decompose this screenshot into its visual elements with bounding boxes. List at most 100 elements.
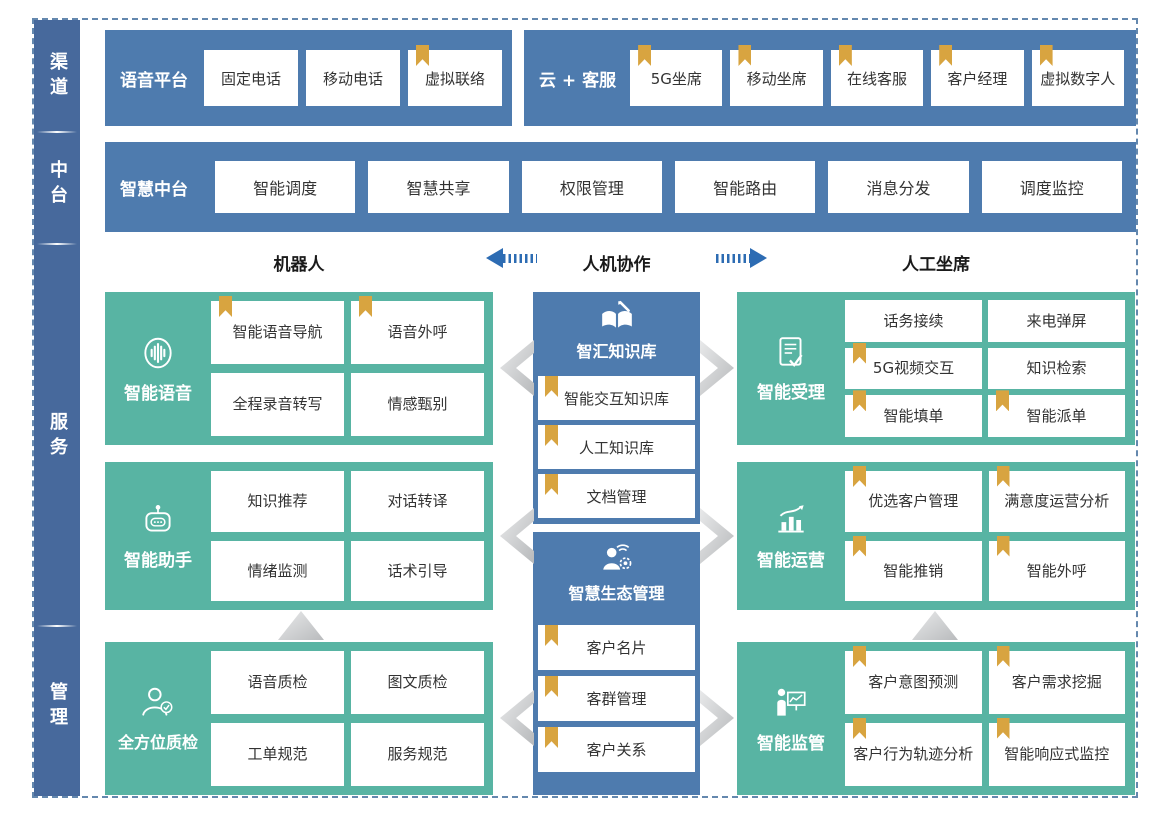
feature-card-label: 客户关系 <box>586 741 647 759</box>
arrow-right-head-icon <box>750 248 767 268</box>
chevron-right-connector-icon <box>700 690 734 746</box>
feature-card-label: 客户需求挖掘 <box>1011 673 1102 692</box>
block-knowledge-base: 智汇知识库 智能交互知识库 人工知识库 文档管理 <box>533 292 700 524</box>
chevron-left-connector-icon <box>500 508 534 564</box>
voice-waveform-icon <box>144 337 172 368</box>
bookmark-icon <box>853 466 866 487</box>
chevron-left-connector-icon <box>500 340 534 396</box>
feature-card: 满意度运营分析 <box>988 466 1125 532</box>
supervision-presenter-icon <box>777 688 806 716</box>
feature-card-label: 智能响应式监控 <box>1004 745 1110 764</box>
feature-card-label: 智能交互知识库 <box>563 389 669 408</box>
channel-item-label: 固定电话 <box>220 69 281 88</box>
feature-card: 客户行为轨迹分析 <box>845 718 982 786</box>
platform-item-label: 智能调度 <box>253 179 318 198</box>
growth-chart-icon <box>778 505 804 533</box>
block-title: 智能助手 <box>124 551 192 571</box>
block-smart-acceptance: 智能受理 话务接续 来电弹屏 5G视频交互 知识检索 智能填单 <box>737 292 1135 445</box>
bookmark-icon <box>996 390 1009 412</box>
platform-item-label: 智慧共享 <box>406 179 471 198</box>
bookmark-icon <box>416 45 429 66</box>
block-title: 智能语音 <box>124 383 192 404</box>
feature-card-label: 工单规范 <box>247 745 308 764</box>
feature-card-label: 语音质检 <box>247 673 308 692</box>
feature-card: 客户意图预测 <box>845 646 982 714</box>
channel-item: 5G坐席 <box>630 45 723 106</box>
sidebar-divider <box>37 243 77 245</box>
feature-card-label: 5G视频交互 <box>872 359 955 378</box>
block-smart-voice: 智能语音 智能语音导航 语音外呼 全程录音转写 情感甄别 <box>105 292 493 445</box>
layer-label-platform: 中台 <box>47 160 68 210</box>
block-title: 智能受理 <box>757 382 825 403</box>
feature-card: 优选客户管理 <box>845 466 982 532</box>
feature-card-label: 客群管理 <box>586 690 647 708</box>
block-smart-supervision: 智能监管 客户意图预测 客户需求挖掘 客户行为轨迹分析 智能响应式监控 <box>737 642 1135 795</box>
document-check-icon <box>779 336 803 367</box>
platform-item-label: 消息分发 <box>866 179 931 198</box>
dashed-frame <box>32 18 1138 798</box>
block-label: 智能监管 <box>737 642 845 795</box>
bookmark-icon <box>939 45 953 66</box>
feature-card-label: 客户名片 <box>586 639 647 657</box>
platform-item: 调度监控 <box>981 161 1122 213</box>
feature-card-label: 智能派单 <box>1026 406 1087 425</box>
feature-card: 客户需求挖掘 <box>988 646 1125 714</box>
panel-title: 语音平台 <box>120 70 188 91</box>
channel-item: 在线客服 <box>830 45 924 106</box>
bookmark-icon <box>853 390 866 412</box>
block-smart-operation: 智能运营 优选客户管理 满意度运营分析 智能推销 智能外呼 <box>737 462 1135 610</box>
up-triangle-connector-icon <box>278 611 324 640</box>
bookmark-icon <box>996 646 1010 667</box>
bookmark-icon <box>853 718 866 739</box>
chevron-right-connector-icon <box>700 508 734 564</box>
feature-card: 工单规范 <box>211 723 344 786</box>
up-triangle-connector-icon <box>912 611 958 640</box>
arrow-left-head-icon <box>486 248 503 268</box>
feature-card-label: 对话转译 <box>387 492 448 510</box>
feature-card-label: 话术引导 <box>387 561 448 580</box>
section-header-robot: 机器人 <box>273 255 325 275</box>
feature-card: 话务接续 <box>845 300 982 342</box>
bookmark-icon <box>359 296 372 317</box>
feature-card-label: 语音外呼 <box>387 323 448 342</box>
section-header-agent: 人工坐席 <box>902 255 970 275</box>
block-label: 智汇知识库 <box>533 300 700 362</box>
platform-item: 权限管理 <box>521 161 662 213</box>
feature-card: 来电弹屏 <box>988 300 1125 342</box>
bookmark-icon <box>545 676 558 697</box>
feature-card-label: 话务接续 <box>883 311 944 330</box>
feature-card: 情感甄别 <box>351 373 484 436</box>
feature-card: 智能外呼 <box>988 535 1125 601</box>
feature-card-label: 智能推销 <box>883 561 944 580</box>
feature-card-label: 智能外呼 <box>1026 561 1087 580</box>
channel-item: 固定电话 <box>204 50 298 106</box>
bookmark-icon <box>1039 45 1053 66</box>
panel-title: 云 + 客服 <box>539 70 617 91</box>
feature-card: 文档管理 <box>538 474 695 518</box>
sidebar-divider <box>37 131 77 133</box>
channel-item: 客户经理 <box>931 45 1024 106</box>
feature-card: 对话转译 <box>351 471 484 532</box>
feature-card: 智能推销 <box>845 535 982 601</box>
feature-card: 智能响应式监控 <box>988 718 1125 786</box>
feature-card-label: 智能填单 <box>883 406 944 425</box>
feature-card-label: 知识推荐 <box>247 492 308 510</box>
feature-card: 客户名片 <box>538 625 695 670</box>
block-title: 智能运营 <box>757 551 825 571</box>
feature-card: 图文质检 <box>351 651 484 714</box>
layer-label-management: 管理 <box>47 682 68 732</box>
bookmark-icon <box>853 535 866 557</box>
block-quality-inspection: 全方位质检 语音质检 图文质检 工单规范 服务规范 <box>105 642 493 795</box>
channel-item-label: 虚拟联络 <box>424 69 485 88</box>
channel-item-label: 移动坐席 <box>746 69 807 88</box>
platform-item: 智慧共享 <box>368 161 509 213</box>
feature-card: 知识推荐 <box>211 471 344 532</box>
panel-title: 智慧中台 <box>120 179 188 200</box>
feature-card: 智能语音导航 <box>211 296 344 364</box>
bookmark-icon <box>545 474 558 495</box>
feature-card-label: 优选客户管理 <box>868 492 959 510</box>
channel-item-label: 虚拟数字人 <box>1040 69 1116 88</box>
arrow-left-tail-icon <box>503 253 537 263</box>
feature-card-label: 情绪监测 <box>247 561 308 580</box>
